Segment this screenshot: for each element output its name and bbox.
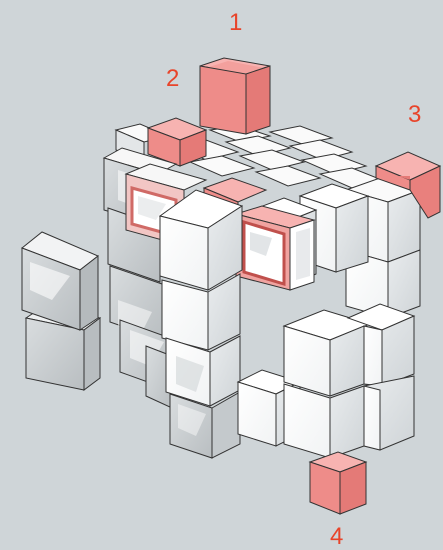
pink-cube-4 (310, 452, 366, 514)
label-1: 1 (229, 9, 242, 36)
cube-front-left-column (160, 190, 242, 458)
label-2: 2 (166, 65, 179, 92)
loose-cubes-left (22, 232, 100, 390)
label-4: 4 (330, 523, 343, 550)
pink-cube-2 (200, 58, 270, 134)
cube-bottom-right-block (284, 304, 414, 458)
label-3: 3 (408, 101, 421, 128)
